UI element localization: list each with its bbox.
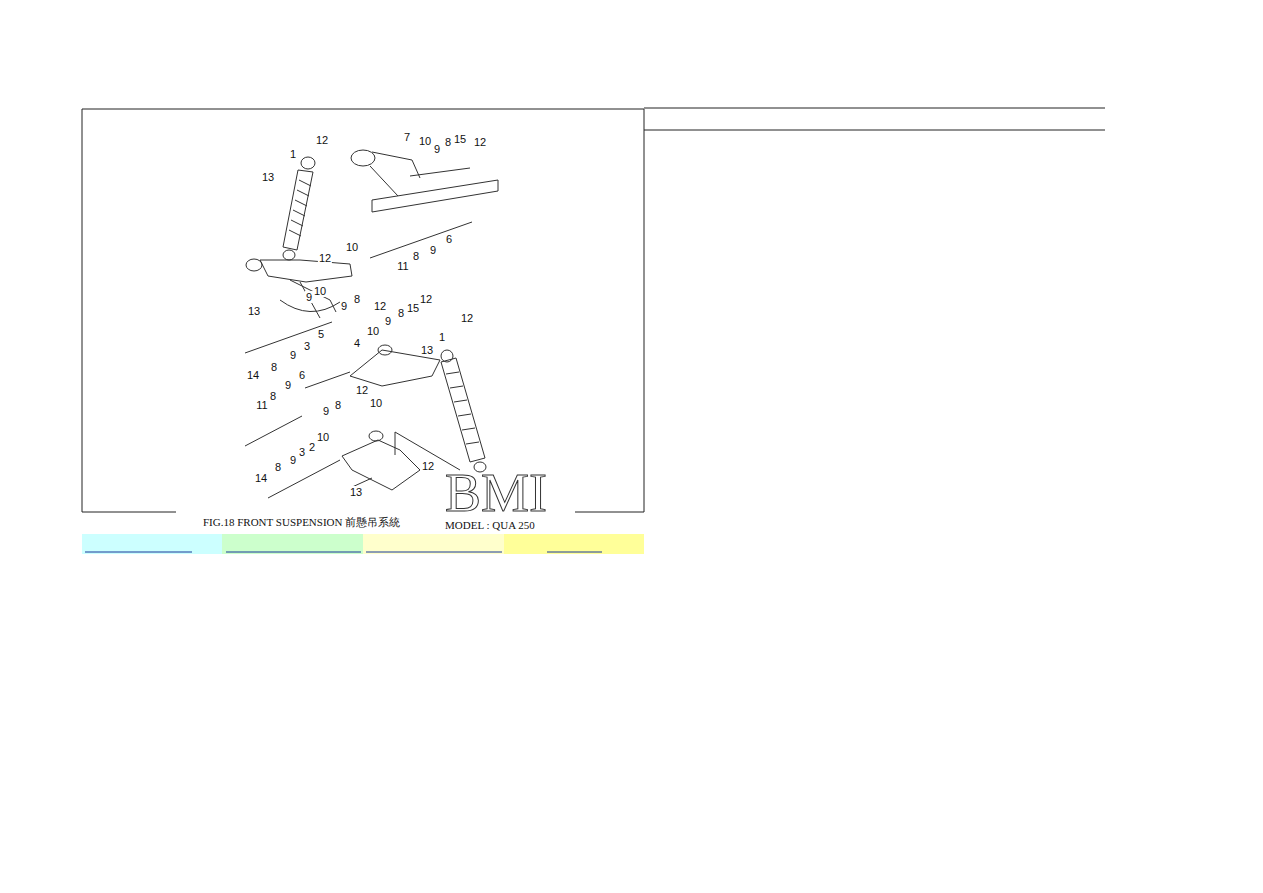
callout-number: 10 [369,397,383,409]
table-line [644,130,1105,131]
model-label: MODEL : QUA 250 [445,519,535,531]
callout-number: 9 [384,315,392,327]
callout-number: 9 [289,454,297,466]
frame [82,108,1105,512]
callout-number: 10 [345,241,359,253]
callout-number: 2 [308,441,316,453]
callout-number: 13 [349,486,363,498]
frame-line [82,109,644,110]
arm [370,152,420,196]
callout-number: 3 [303,340,311,352]
knuckle [246,259,262,271]
callout-number: 9 [322,405,330,417]
callout-number: 8 [397,307,405,319]
shock-body [441,358,485,462]
callout-number: 13 [247,305,261,317]
knuckle [378,345,392,355]
callout-number: 3 [298,446,306,458]
callout-number: 4 [353,337,361,349]
frame-line [575,512,644,513]
frame-line [82,512,176,513]
callout-number: 12 [318,252,332,264]
callout-number: 14 [254,472,268,484]
arm [290,280,336,318]
shock-eye [301,157,315,169]
link-underline [547,552,602,553]
frame-line [644,109,645,512]
callout-number: 8 [444,136,452,148]
callout-number: 8 [274,461,282,473]
bar [504,534,644,554]
brand-logo: BMI [445,466,547,520]
frame-line [82,109,83,512]
arm [260,260,352,282]
callout-number: 8 [412,250,420,262]
shock-eye [283,250,295,260]
callout-number: 9 [284,379,292,391]
callout-number: 10 [366,325,380,337]
bar [82,534,222,554]
callout-number: 9 [340,300,348,312]
callout-number: 8 [269,390,277,402]
shock-body [283,170,313,250]
shaft [370,222,472,258]
callout-number: 15 [406,302,420,314]
callout-number: 10 [316,431,330,443]
callout-number: 13 [261,171,275,183]
shaft [268,460,340,498]
callout-number: 12 [419,293,433,305]
callout-number: 10 [418,135,432,147]
callout-number: 12 [355,384,369,396]
arm [342,440,420,490]
knuckle [351,150,375,166]
callout-number: 9 [289,349,297,361]
figure-caption: FIG.18 FRONT SUSPENSION 前懸吊系統 [203,516,400,528]
callout-number: 9 [305,291,313,303]
callout-number: 8 [270,361,278,373]
callout-number: 5 [317,328,325,340]
link-underline [226,552,361,553]
shock-spring [289,180,311,236]
arm-tube [372,180,498,212]
callout-number: 12 [373,300,387,312]
link-underline [366,552,502,553]
callout-number: 1 [289,148,297,160]
exploded-view [245,150,498,498]
callout-number: 11 [396,260,409,272]
bar [222,534,363,554]
callout-number: 12 [473,136,487,148]
callout-number: 9 [433,143,441,155]
callout-number: 14 [246,369,260,381]
callout-number: 7 [403,131,411,143]
callout-number: 1 [438,331,446,343]
shock-spring [446,372,479,444]
callout-number: 13 [420,344,434,356]
callout-number: 8 [353,293,361,305]
table-line [644,108,1105,109]
callout-number: 6 [445,233,453,245]
color-bars [82,534,644,554]
knuckle [369,431,383,441]
bushing [410,168,470,176]
callout-number: 11 [255,399,268,411]
rod [305,372,350,388]
callout-number: 8 [334,399,342,411]
callout-number: 9 [429,244,437,256]
callout-number: 10 [313,285,327,297]
shaft [245,416,302,446]
callout-number: 12 [421,460,435,472]
callout-number: 6 [298,369,306,381]
callout-number: 12 [460,312,474,324]
callout-number: 12 [315,134,329,146]
bar [363,534,504,554]
callout-number: 15 [453,133,467,145]
link-underline [85,552,192,553]
